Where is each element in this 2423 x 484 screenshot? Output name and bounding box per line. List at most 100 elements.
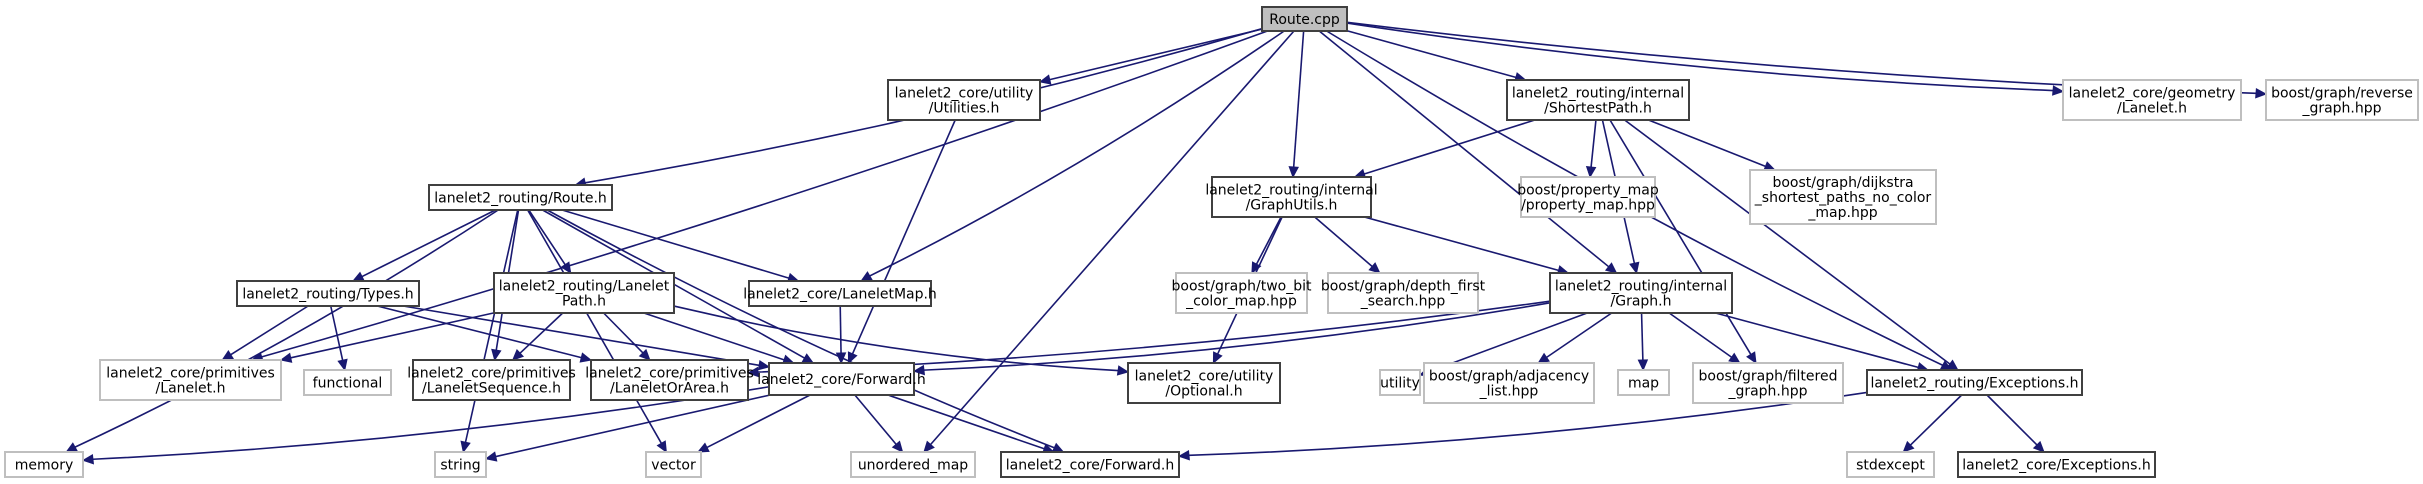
edge-routing-exceptions-h-to-stdexcept bbox=[1902, 394, 1963, 453]
edge-line bbox=[1715, 312, 1919, 369]
node-box bbox=[1520, 176, 1656, 218]
arrowhead-icon bbox=[351, 271, 365, 282]
edge-line bbox=[1609, 119, 1752, 355]
edge-core-forward-h-to-string bbox=[484, 394, 771, 462]
arrowhead-icon bbox=[1212, 351, 1223, 365]
node-box bbox=[1423, 362, 1595, 404]
node-routing-exceptions-h[interactable]: lanelet2_routing/Exceptions.h bbox=[1866, 369, 2083, 396]
node-utilities-h[interactable]: lanelet2_core/utility/Utilities.h bbox=[887, 79, 1041, 121]
edge-line bbox=[361, 209, 496, 278]
node-box bbox=[1549, 272, 1733, 314]
edge-graph-h-to-adjacency-hpp bbox=[1537, 312, 1613, 364]
node-label: _color_map.hpp bbox=[1185, 294, 1297, 310]
edge-core-forward-h-to-unordered-map bbox=[854, 394, 904, 453]
node-label: functional bbox=[313, 376, 383, 392]
node-label: lanelet2_routing/internal bbox=[1205, 183, 1377, 199]
node-label: _shortest_paths_no_color bbox=[1754, 190, 1932, 206]
node-string: string bbox=[434, 451, 487, 478]
node-box bbox=[1000, 451, 1180, 478]
node-box bbox=[1261, 6, 1348, 32]
edge-line bbox=[1590, 119, 1597, 168]
node-box bbox=[1846, 451, 1935, 478]
node-box bbox=[1692, 362, 1844, 404]
arrowhead-icon bbox=[1051, 442, 1065, 453]
node-box bbox=[2265, 79, 2419, 121]
arrowhead-icon bbox=[337, 358, 348, 372]
node-box bbox=[412, 359, 571, 401]
edge-graphutils-h-to-graph-h bbox=[1364, 216, 1570, 276]
node-geometry-lanelet-h: lanelet2_core/geometry/Lanelet.h bbox=[2062, 79, 2242, 121]
node-graph-h[interactable]: lanelet2_routing/internal/Graph.h bbox=[1549, 272, 1733, 314]
edge-line bbox=[923, 302, 1551, 371]
edge-line bbox=[1363, 119, 1536, 175]
node-core-forward-h[interactable]: lanelet2_core/Forward.h bbox=[757, 362, 926, 396]
edge-types-h-to-core-forward-h bbox=[402, 305, 771, 371]
node-route-h[interactable]: lanelet2_routing/Route.h bbox=[428, 184, 613, 211]
node-laneletsequence-h[interactable]: lanelet2_core/primitives/LaneletSequence… bbox=[407, 359, 576, 401]
edge-route-cpp-to-laneletmap-h bbox=[860, 30, 1285, 282]
node-two-bit-hpp: boost/graph/two_bit_color_map.hpp bbox=[1172, 272, 1312, 314]
node-box bbox=[590, 359, 749, 401]
node-label: lanelet2_routing/internal bbox=[1555, 279, 1727, 295]
node-routing-forward-h[interactable]: lanelet2_core/Forward.h bbox=[1000, 451, 1180, 478]
node-label: lanelet2_routing/Route.h bbox=[434, 191, 607, 207]
node-box bbox=[887, 79, 1041, 121]
edge-line bbox=[402, 305, 760, 367]
node-core-exceptions-h[interactable]: lanelet2_core/Exceptions.h bbox=[1957, 451, 2156, 478]
node-label: /Utilities.h bbox=[929, 101, 1000, 117]
node-types-h[interactable]: lanelet2_routing/Types.h bbox=[236, 280, 420, 307]
node-box bbox=[1175, 272, 1308, 314]
edge-route-cpp-to-prim-lanelet-h bbox=[251, 30, 1268, 362]
node-box bbox=[434, 451, 487, 478]
arrowhead-icon bbox=[484, 451, 498, 462]
node-prim-lanelet-h: lanelet2_core/primitives/Lanelet.h bbox=[99, 359, 282, 401]
node-stdexcept: stdexcept bbox=[1846, 451, 1935, 478]
node-box bbox=[1211, 176, 1372, 218]
node-box bbox=[236, 280, 420, 307]
edge-route-cpp-to-unordered-map bbox=[923, 30, 1295, 453]
node-label: /Lanelet.h bbox=[2117, 101, 2187, 117]
arrowhead-icon bbox=[279, 352, 293, 363]
node-graphutils-h[interactable]: lanelet2_routing/internal/GraphUtils.h bbox=[1205, 176, 1378, 218]
node-shortestpath-h[interactable]: lanelet2_routing/internal/ShortestPath.h bbox=[1506, 79, 1690, 121]
edge-line bbox=[1318, 30, 1610, 268]
edge-line bbox=[673, 305, 1119, 372]
edge-line bbox=[1624, 119, 1951, 365]
edge-line bbox=[290, 312, 495, 359]
node-box bbox=[99, 359, 282, 401]
arrowhead-icon bbox=[560, 261, 572, 275]
node-label: boost/graph/reverse bbox=[2271, 86, 2413, 102]
arrowhead-icon bbox=[696, 442, 710, 453]
arrowhead-icon bbox=[891, 440, 904, 453]
node-optional-h[interactable]: lanelet2_core/utility/Optional.h bbox=[1127, 362, 1281, 404]
arrowhead-icon bbox=[923, 440, 935, 453]
edge-line bbox=[526, 209, 663, 444]
node-label: _graph.hpp bbox=[1727, 384, 1807, 400]
edge-laneletpath-h-to-optional-h bbox=[673, 305, 1130, 376]
edge-line bbox=[230, 305, 309, 356]
arrowhead-icon bbox=[1585, 166, 1597, 179]
arrowhead-icon bbox=[511, 348, 525, 361]
node-route-cpp[interactable]: Route.cpp bbox=[1261, 6, 1348, 32]
arrowhead-icon bbox=[656, 440, 667, 454]
node-unordered-map: unordered_map bbox=[850, 451, 976, 478]
edge-line bbox=[528, 209, 566, 266]
node-laneletmap-h[interactable]: lanelet2_core/LaneletMap.h bbox=[743, 280, 937, 307]
node-memory: memory bbox=[4, 451, 84, 478]
node-laneletorarea-h[interactable]: lanelet2_core/primitives/LaneletOrArea.h bbox=[585, 359, 754, 401]
edge-line bbox=[643, 312, 785, 361]
node-box bbox=[493, 272, 675, 314]
edge-utilities-h-to-core-forward-h bbox=[847, 119, 956, 365]
edge-line bbox=[1668, 312, 1733, 358]
edge-route-h-to-laneletmap-h bbox=[561, 209, 800, 284]
edge-graph-h-to-filtered-hpp bbox=[1668, 312, 1741, 364]
node-label: /Lanelet.h bbox=[156, 381, 226, 397]
edge-line bbox=[546, 209, 1055, 449]
edge-line bbox=[92, 385, 770, 461]
node-box bbox=[4, 451, 84, 478]
edge-route-h-to-laneletpath-h bbox=[528, 209, 572, 275]
edge-line bbox=[929, 30, 1295, 446]
arrowhead-icon bbox=[81, 453, 95, 465]
